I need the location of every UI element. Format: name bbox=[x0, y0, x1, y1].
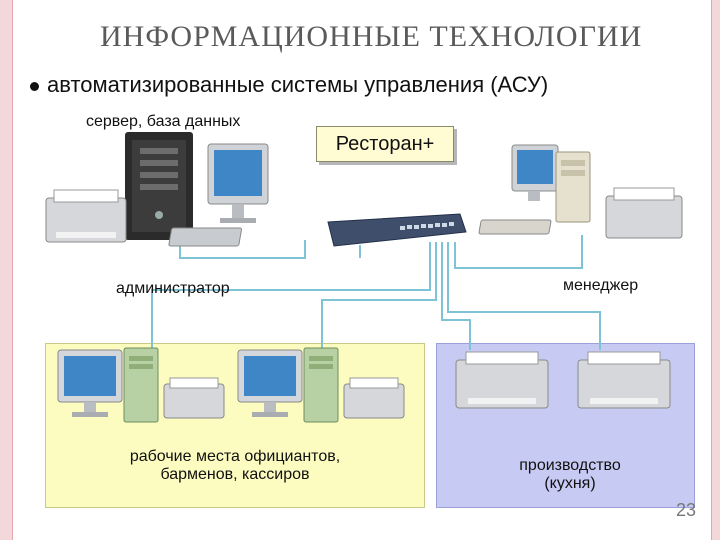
kitchen-printer-2-icon bbox=[577, 351, 671, 409]
workplace-printer-2-icon bbox=[343, 377, 405, 419]
manager-keyboard-icon bbox=[478, 219, 552, 235]
slide-left-border bbox=[0, 0, 13, 540]
product-name-box: Ресторан+ bbox=[316, 126, 454, 162]
page-number: 23 bbox=[676, 500, 697, 520]
cable-server-pc bbox=[179, 240, 306, 259]
manager-tower-icon bbox=[555, 151, 591, 223]
bullet-text: автоматизированные системы управления (А… bbox=[47, 72, 549, 97]
cable-manager bbox=[454, 235, 583, 269]
kitchen-printer-1-icon bbox=[455, 351, 549, 409]
server-label: сервер, база данных bbox=[86, 113, 241, 130]
workplace-printer-1-icon bbox=[163, 377, 225, 419]
bullet-item: автоматизированные системы управления (А… bbox=[30, 72, 548, 98]
workplace-tower-1-icon bbox=[123, 347, 159, 423]
workplace-tower-2-icon bbox=[303, 347, 339, 423]
bullet-dot-icon bbox=[30, 81, 39, 91]
manager-monitor-icon bbox=[511, 144, 559, 201]
server-tower-icon bbox=[125, 132, 193, 240]
slide-title: ИНФОРМАЦИОННЫЕ ТЕХНОЛОГИИ bbox=[100, 20, 643, 53]
server-printer-icon bbox=[45, 189, 127, 243]
manager-printer-icon bbox=[605, 187, 683, 239]
cable-kitchen-1 bbox=[441, 242, 471, 350]
network-switch-icon bbox=[327, 213, 467, 247]
workplace-monitor-2-icon bbox=[237, 349, 303, 417]
cable-kitchen-2 bbox=[447, 242, 601, 350]
workplaces-label: рабочие места официантов, барменов, касс… bbox=[129, 448, 341, 483]
workplace-monitor-1-icon bbox=[57, 349, 123, 417]
cable-workplace-2 bbox=[321, 242, 437, 352]
slide-right-border bbox=[711, 0, 720, 540]
server-monitor-icon bbox=[168, 143, 269, 247]
network-cables bbox=[151, 235, 601, 355]
admin-label: администратор bbox=[116, 280, 230, 297]
kitchen-label: производство (кухня) bbox=[519, 457, 621, 492]
cable-admin bbox=[151, 242, 431, 355]
manager-label: менеджер bbox=[563, 277, 639, 294]
